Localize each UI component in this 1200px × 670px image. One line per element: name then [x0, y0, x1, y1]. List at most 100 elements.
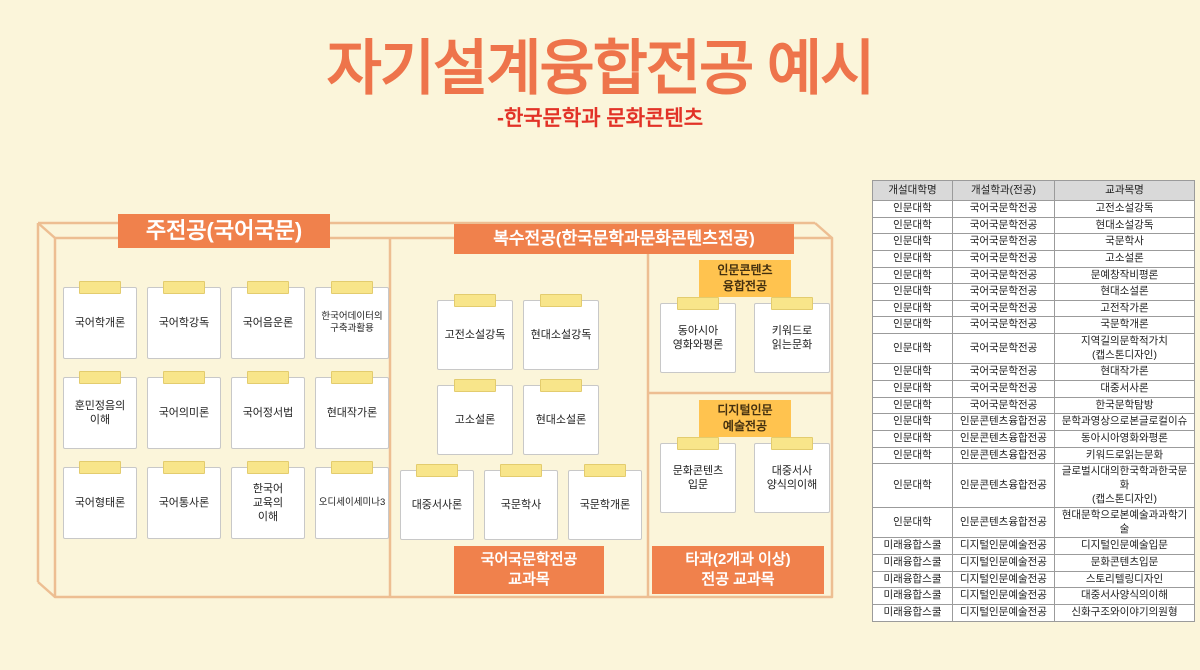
course-card: 현대작가론 [315, 371, 389, 449]
table-cell: 미래융합스쿨 [872, 537, 953, 556]
table-header-course: 교과목명 [1054, 180, 1195, 201]
table-cell: 인문대학 [872, 266, 953, 285]
table-cell: 현대소설강독 [1054, 216, 1195, 235]
table-cell: 현대소설론 [1054, 283, 1195, 301]
card-tab [247, 281, 289, 294]
table-cell: 인문대학 [872, 316, 953, 335]
card-tab [416, 464, 458, 477]
table-cell: 고전소설강독 [1054, 200, 1195, 218]
table-cell: 국어국문학전공 [952, 233, 1055, 251]
table-cell: 인문대학 [872, 216, 953, 235]
card-tab [677, 297, 719, 310]
table-cell: 신화구조와이야기의원형 [1054, 604, 1195, 622]
card-tab [540, 379, 582, 392]
course-name: 국어학강독 [158, 316, 210, 329]
table-cell: 미래융합스쿨 [872, 604, 953, 622]
course-card: 국어통사론 [147, 461, 221, 539]
table-cell: 문학과영상으로본글로컬이슈 [1054, 413, 1195, 431]
card-tab [584, 464, 626, 477]
table-cell: 인문콘텐츠융합전공 [952, 463, 1055, 509]
major-section-header: 주전공(국어국문) [118, 214, 330, 248]
table-cell: 지역길의문학적가치 (캡스톤디자인) [1054, 333, 1195, 365]
table-cell: 인문대학 [872, 396, 953, 415]
table-cell: 디지털인문예술전공 [952, 570, 1055, 589]
table-cell: 현대문학으로본예술과과학기술 [1054, 507, 1195, 539]
table-cell: 디지털인문예술전공 [952, 537, 1055, 556]
table-cell: 인문대학 [872, 413, 953, 431]
course-name: 국어정서법 [242, 406, 294, 419]
table-cell: 인문대학 [872, 507, 953, 539]
course-name: 현대소설론 [535, 413, 587, 426]
table-header-row: 개설대학명 개설학과(전공) 교과목명 [872, 180, 1195, 201]
card-tab [331, 371, 373, 384]
course-card: 고전소설강독 [437, 294, 513, 370]
table-cell: 국어국문학전공 [952, 299, 1055, 318]
course-card: 훈민정음의 이해 [63, 371, 137, 449]
other-dept-footer-label: 타과(2개과 이상) 전공 교과목 [652, 546, 824, 594]
table-cell: 인문대학 [872, 429, 953, 448]
table-cell: 동아시아영화와평론 [1054, 429, 1195, 448]
table-cell: 문화콘텐츠입문 [1054, 554, 1195, 572]
card-tab [331, 281, 373, 294]
table-header-college: 개설대학명 [872, 180, 953, 201]
card-tab [79, 371, 121, 384]
table-cell: 미래융합스쿨 [872, 587, 953, 606]
card-tab [454, 379, 496, 392]
table-cell: 국어국문학전공 [952, 266, 1055, 285]
course-card: 국어학개론 [63, 281, 137, 359]
course-name: 동아시아 영화와평론 [672, 324, 724, 351]
table-cell: 미래융합스쿨 [872, 570, 953, 589]
course-name: 키워드로 읽는문화 [771, 324, 813, 351]
course-card: 국어형태론 [63, 461, 137, 539]
table-cell: 인문대학 [872, 446, 953, 465]
table-cell: 인문대학 [872, 283, 953, 301]
table-cell: 국어국문학전공 [952, 363, 1055, 382]
table-cell: 현대작가론 [1054, 363, 1195, 382]
course-name: 국문학사 [500, 498, 542, 511]
page-title: 자기설계융합전공 예시 [326, 35, 876, 102]
page-subtitle: -한국문학과 문화콘텐츠 [496, 107, 704, 130]
table-cell: 한국문학탐방 [1054, 396, 1195, 415]
course-card: 한국어데이터의 구축과활용 [315, 281, 389, 359]
korean-lit-footer-label: 국어국문학전공 교과목 [454, 546, 604, 594]
course-card: 현대소설론 [523, 379, 599, 455]
card-tab [540, 294, 582, 307]
table-cell: 고전작가론 [1054, 299, 1195, 318]
course-card: 국어의미론 [147, 371, 221, 449]
humanities-contents-course-grid: 동아시아 영화와평론 키워드로 읽는문화 [660, 297, 830, 373]
table-cell: 인문콘텐츠융합전공 [952, 413, 1055, 431]
table-cell: 디지털인문예술입문 [1054, 537, 1195, 556]
card-tab [331, 461, 373, 474]
table-cell: 미래융합스쿨 [872, 554, 953, 572]
course-card: 국어음운론 [231, 281, 305, 359]
card-tab [500, 464, 542, 477]
course-name: 오디세이세미나3 [318, 496, 386, 508]
course-name: 대중서사론 [411, 498, 463, 511]
course-name: 국어통사론 [158, 496, 210, 509]
card-tab [79, 281, 121, 294]
course-name: 훈민정음의 이해 [74, 399, 126, 426]
course-card: 국어학강독 [147, 281, 221, 359]
course-name: 국어음운론 [242, 316, 294, 329]
table-cell: 디지털인문예술전공 [952, 554, 1055, 572]
table-cell: 인문대학 [872, 333, 953, 365]
course-table-head: 개설대학명 개설학과(전공) 교과목명 [872, 180, 1195, 201]
table-cell: 디지털인문예술전공 [952, 604, 1055, 622]
course-name: 한국어데이터의 구축과활용 [321, 310, 383, 334]
table-cell: 국어국문학전공 [952, 200, 1055, 218]
